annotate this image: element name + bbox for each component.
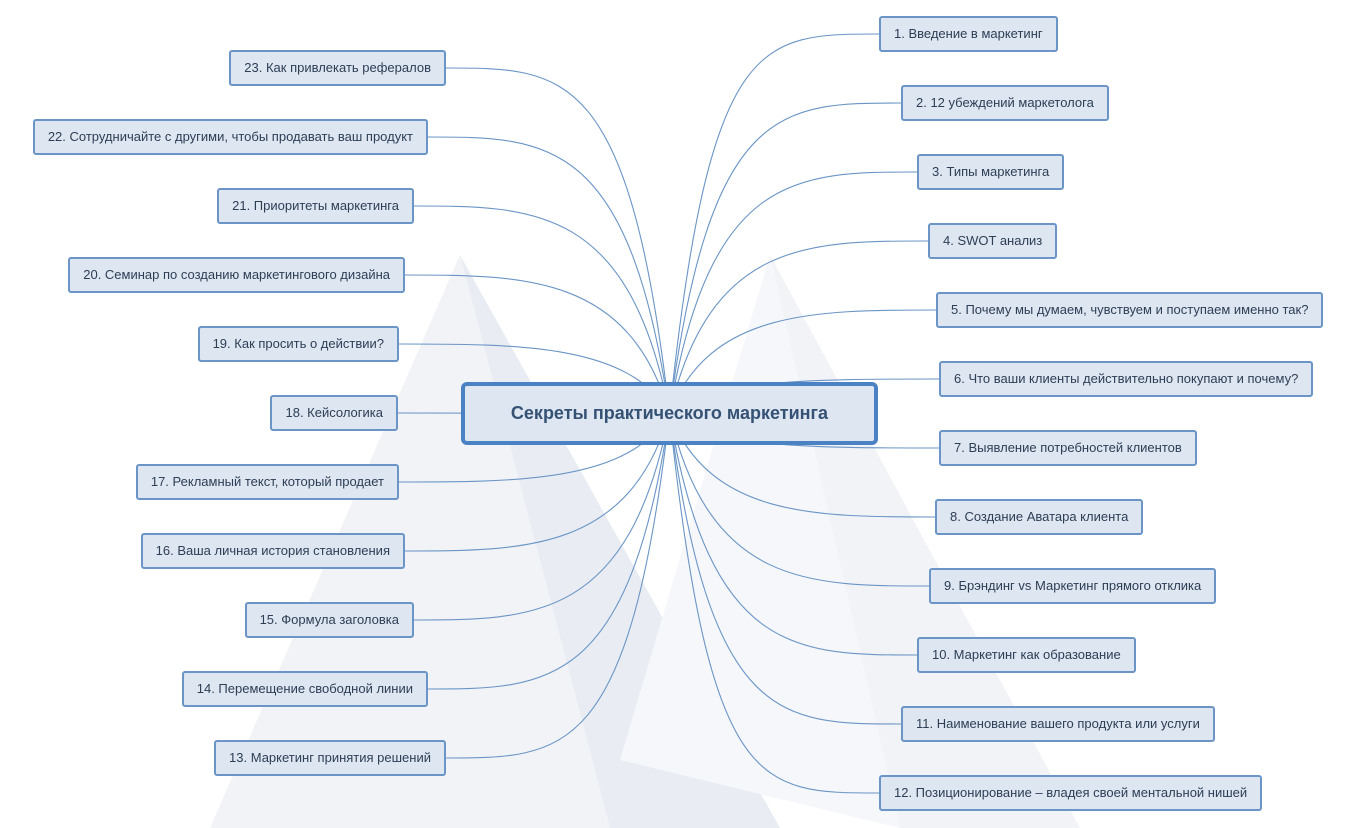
branch-right-3[interactable]: 3. Типы маркетинга	[917, 154, 1065, 190]
branch-left-20[interactable]: 20. Семинар по созданию маркетингового д…	[68, 257, 405, 293]
connector-branch-left-15	[413, 413, 671, 621]
connector-branch-right-5	[668, 309, 937, 414]
branch-right-7[interactable]: 7. Выявление потребностей клиентов	[939, 430, 1197, 466]
connector-branch-right-9	[668, 413, 930, 587]
connector-branch-right-3	[668, 171, 918, 414]
branch-right-10[interactable]: 10. Маркетинг как образование	[917, 637, 1136, 673]
branch-right-12[interactable]: 12. Позиционирование – владея своей мент…	[879, 775, 1263, 811]
branch-left-19[interactable]: 19. Как просить о действии?	[197, 326, 399, 362]
branch-left-17[interactable]: 17. Рекламный текст, который продает	[135, 464, 399, 500]
branch-left-23[interactable]: 23. Как привлекать рефералов	[229, 50, 446, 86]
branch-left-14[interactable]: 14. Перемещение свободной линии	[181, 671, 428, 707]
branch-right-8[interactable]: 8. Создание Аватара клиента	[935, 499, 1144, 535]
connector-branch-right-10	[668, 413, 918, 656]
branch-left-16[interactable]: 16. Ваша личная история становления	[140, 533, 405, 569]
connector-branch-right-8	[668, 413, 936, 518]
connector-branch-left-14	[427, 413, 671, 690]
connector-branch-right-11	[668, 413, 902, 725]
branch-left-22[interactable]: 22. Сотрудничайте с другими, чтобы прода…	[32, 119, 428, 155]
branch-right-9[interactable]: 9. Брэндинг vs Маркетинг прямого отклика	[929, 568, 1217, 604]
connector-branch-left-20	[404, 274, 671, 414]
branch-left-13[interactable]: 13. Маркетинг принятия решений	[214, 740, 446, 776]
branch-left-21[interactable]: 21. Приоритеты маркетинга	[217, 188, 414, 224]
branch-right-4[interactable]: 4. SWOT анализ	[928, 223, 1058, 259]
connector-branch-left-21	[413, 205, 671, 414]
branch-right-11[interactable]: 11. Наименование вашего продукта или усл…	[901, 706, 1215, 742]
branch-right-5[interactable]: 5. Почему мы думаем, чувствуем и поступа…	[936, 292, 1324, 328]
connector-branch-left-16	[404, 413, 671, 552]
connector-branch-left-13	[445, 413, 671, 759]
central-topic[interactable]: Секреты практического маркетинга	[461, 382, 878, 445]
connector-branch-right-1	[668, 33, 880, 414]
branch-right-1[interactable]: 1. Введение в маркетинг	[879, 16, 1058, 52]
branch-left-18[interactable]: 18. Кейсологика	[270, 395, 398, 431]
branch-right-2[interactable]: 2. 12 убеждений маркетолога	[901, 85, 1109, 121]
branch-left-15[interactable]: 15. Формула заголовка	[244, 602, 414, 638]
connector-branch-right-12	[668, 413, 880, 794]
connector-branch-left-22	[427, 136, 671, 414]
connector-branch-left-23	[445, 67, 671, 414]
connector-branch-right-2	[668, 102, 902, 414]
connector-branch-right-4	[668, 240, 929, 414]
branch-right-6[interactable]: 6. Что ваши клиенты действительно покупа…	[939, 361, 1314, 397]
